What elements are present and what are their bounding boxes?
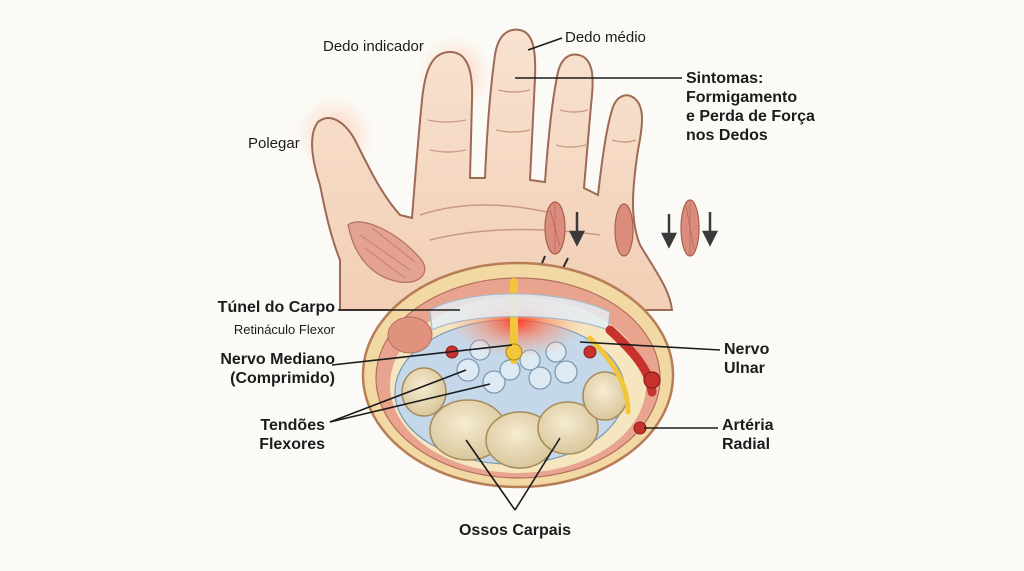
radial-artery bbox=[643, 371, 661, 389]
label-median-nerve: Nervo Mediano (Comprimido) bbox=[220, 351, 335, 387]
wrist-cross-section bbox=[361, 261, 675, 489]
label-carpal-bones: Ossos Carpais bbox=[458, 522, 572, 539]
label-thumb: Polegar bbox=[248, 135, 300, 152]
leader-lines bbox=[329, 37, 721, 511]
weakness-arrows bbox=[568, 212, 719, 249]
label-flexor-retinaculum: Retináculo Flexor bbox=[233, 322, 335, 337]
label-radial-artery: Artéria Radial bbox=[722, 417, 774, 453]
label-carpal-tunnel: Túnel do Carpo bbox=[217, 299, 335, 316]
thenar-fibers bbox=[359, 227, 416, 279]
hand bbox=[295, 28, 719, 311]
hand-outline bbox=[311, 28, 674, 311]
median-nerve bbox=[505, 343, 523, 361]
label-symptoms: Sintomas: Formigamento e Perda de Força … bbox=[686, 70, 815, 144]
ulnar-nerve bbox=[587, 335, 631, 415]
label-ulnar-nerve: Nervo Ulnar bbox=[724, 341, 770, 377]
label-index-finger: Dedo indicador bbox=[323, 38, 424, 55]
finger-creases bbox=[427, 89, 637, 153]
label-flexor-tendons: Tendões Flexores bbox=[259, 417, 325, 453]
right-vessel bbox=[583, 345, 597, 359]
left-muscle-chunk bbox=[387, 316, 433, 354]
label-middle-finger: Dedo médio bbox=[565, 29, 646, 46]
carpal-bones bbox=[401, 367, 628, 469]
symptom-muscles bbox=[544, 199, 700, 257]
